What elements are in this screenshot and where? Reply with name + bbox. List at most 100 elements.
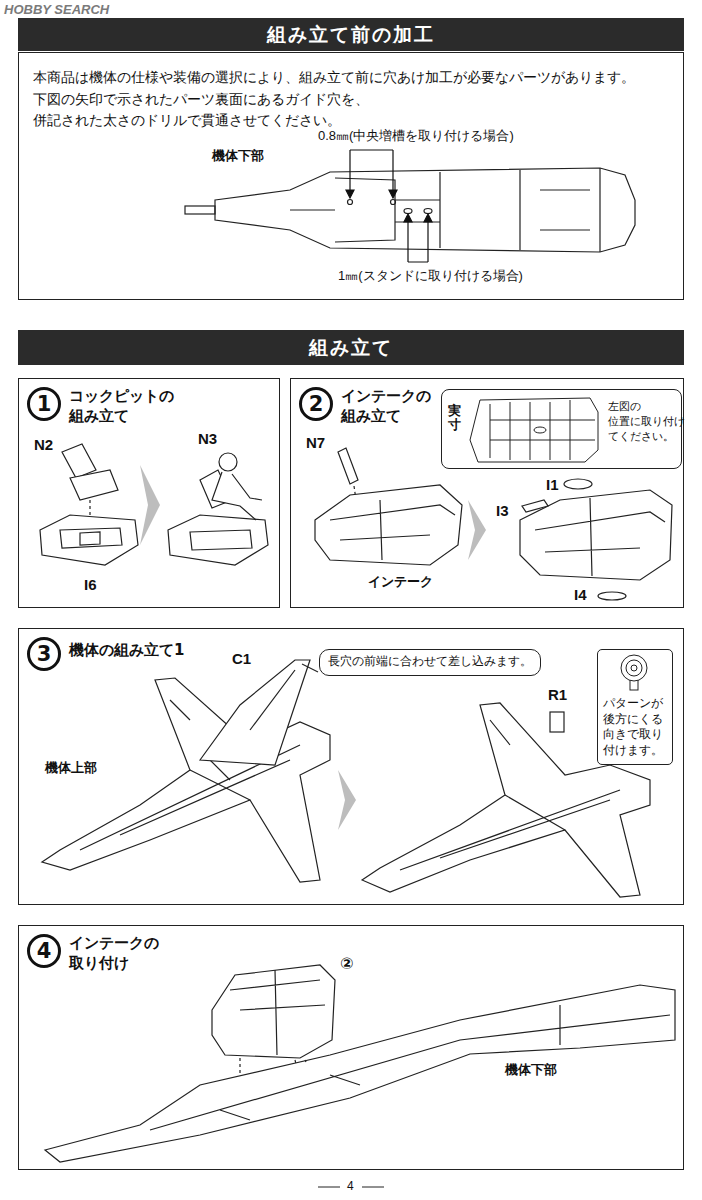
intake-parts-shape — [522, 500, 548, 512]
intake-parts-shape — [315, 485, 462, 565]
lower-fuselage-shape — [230, 970, 325, 1055]
pilot-figure-shape — [168, 515, 268, 565]
drill-arrow-shape — [404, 214, 412, 222]
lower-fuselage-shape — [240, 1058, 306, 1074]
drill-arrow-shape — [408, 220, 428, 262]
intake-parts-shape — [520, 490, 672, 580]
node-text: 2 — [309, 394, 324, 415]
drill-size: 0.8㎜(中央増槽を取り付ける場合) — [318, 128, 514, 144]
pilot-figure — [168, 453, 268, 565]
instruction-box: 本商品は機体の仕様や装備の選択により、組み立て前に穴あけ加工が必要なパーツがあり… — [18, 52, 684, 300]
full-size-template-shape — [490, 400, 595, 460]
step-number: 2 — [299, 387, 333, 421]
intake-parts — [315, 448, 672, 600]
cockpit-parts-shape — [62, 444, 96, 478]
node-text: 1 — [37, 394, 52, 415]
full-size-template-shape — [470, 398, 598, 462]
lower-fuselage-shape — [45, 985, 675, 1162]
pattern-icon-shape — [621, 655, 647, 681]
watermark: HOBBY SEARCH — [4, 2, 109, 18]
drill-arrow — [346, 150, 432, 262]
pattern-icon — [621, 655, 647, 690]
part-name: インテーク — [368, 574, 433, 590]
pilot-figure-shape — [190, 530, 252, 550]
intake-parts-shape — [338, 448, 358, 484]
step-chevron-shape — [468, 500, 486, 560]
fuselage-underside-shape — [185, 206, 215, 214]
lower-fuselage — [45, 965, 675, 1162]
part-number: N3 — [198, 430, 217, 448]
part-number: R1 — [548, 686, 567, 704]
drill-arrow-shape — [350, 150, 393, 192]
cockpit-parts-shape — [70, 470, 118, 500]
section-band: 組み立て前の加工 — [18, 18, 684, 51]
node-text: 長穴の前端に合わせて差し込みます。 — [328, 654, 532, 670]
fuselage-underside-shape — [391, 200, 396, 205]
intake-parts-shape — [330, 500, 455, 560]
pattern-icon-shape — [631, 665, 637, 671]
fuselage-underside-shape — [335, 178, 395, 242]
callout-box: パターンが 後方にくる 向きで取り 付けます。 — [597, 649, 673, 765]
drill-size: 1㎜(スタンドに取り付ける場合) — [338, 268, 523, 284]
upper-fuselage-shape — [250, 670, 295, 730]
step-panel: インテークの 組み立て2実寸左図の 位置に取り付け てください。 — [290, 378, 684, 608]
drill-arrow-shape — [424, 214, 432, 222]
node-note: 左図の 位置に取り付け てください。 — [608, 400, 676, 445]
upper-fuselage-shape — [302, 664, 318, 672]
node-text: 実寸 — [448, 404, 461, 433]
intake-parts-shape — [564, 479, 592, 489]
step-number: 4 — [27, 934, 61, 968]
node-text: パターンが 後方にくる 向きで取り 付けます。 — [603, 696, 667, 758]
cockpit-parts-shape — [40, 515, 138, 565]
fuselage-underside-shape — [348, 200, 353, 205]
part-number: I3 — [496, 502, 509, 520]
node-text: 4 — [37, 941, 52, 962]
node-text: インテークの 取り付け — [69, 934, 209, 973]
part-number: N2 — [34, 436, 53, 454]
section-band: 組み立て — [18, 330, 684, 365]
cockpit-parts-shape — [60, 528, 122, 548]
full-size-template — [470, 398, 598, 462]
step-number: 1 — [27, 387, 61, 421]
upper-fuselage — [42, 660, 330, 882]
pilot-figure-shape — [212, 472, 262, 520]
fuselage-underside-shape — [290, 168, 600, 252]
step-chevron-shape — [338, 770, 356, 830]
intake-parts-shape — [598, 592, 626, 600]
upper-fuselage-assembled-shape — [550, 712, 564, 732]
note-box: 実寸 左図の 位置に取り付け てください。 — [441, 389, 682, 469]
part-number: I6 — [84, 576, 97, 594]
node-text: コックピットの 組み立て — [69, 387, 209, 426]
part-number: C1 — [232, 650, 251, 668]
upper-fuselage-shape — [200, 660, 310, 765]
fuselage-underside — [185, 168, 635, 252]
node-text: 3 — [37, 644, 52, 665]
drill-arrow-shape — [389, 190, 397, 198]
part-number: I1 — [546, 476, 559, 494]
node-text: 組み立て前の加工 — [267, 22, 435, 48]
part-name: 機体下部 — [505, 1062, 557, 1078]
lower-fuselage-shape — [212, 965, 335, 1058]
node-text: 本商品は機体の仕様や装備の選択により、組み立て前に穴あけ加工が必要なパーツがあり… — [33, 67, 673, 132]
pilot-figure-shape — [219, 453, 237, 471]
callout-box: 長穴の前端に合わせて差し込みます。 — [319, 649, 541, 676]
cockpit-parts — [40, 444, 138, 565]
part-number: N7 — [306, 434, 325, 452]
node-text: 機体の組み立て1 — [69, 641, 184, 661]
drill-arrow-shape — [346, 190, 354, 198]
step-panel: コックピットの 組み立て 1 — [18, 378, 280, 608]
node-text: 組み立て — [309, 335, 393, 361]
part-number: I4 — [574, 586, 587, 604]
fuselage-underside-shape — [215, 168, 635, 252]
upper-fuselage-assembled-shape — [400, 720, 620, 870]
step-chevron-shape — [140, 465, 160, 545]
full-size-template-shape — [534, 427, 546, 433]
step-panel: 機体の組み立て1 3 長穴の前端に合わせて差し込みます。パターンが 後方にくる 向き… — [18, 628, 684, 905]
pattern-icon-shape — [626, 660, 642, 676]
step-number: 3 — [27, 637, 61, 671]
page-number: 4 — [347, 1179, 354, 1193]
intake-parts-shape — [535, 498, 665, 576]
